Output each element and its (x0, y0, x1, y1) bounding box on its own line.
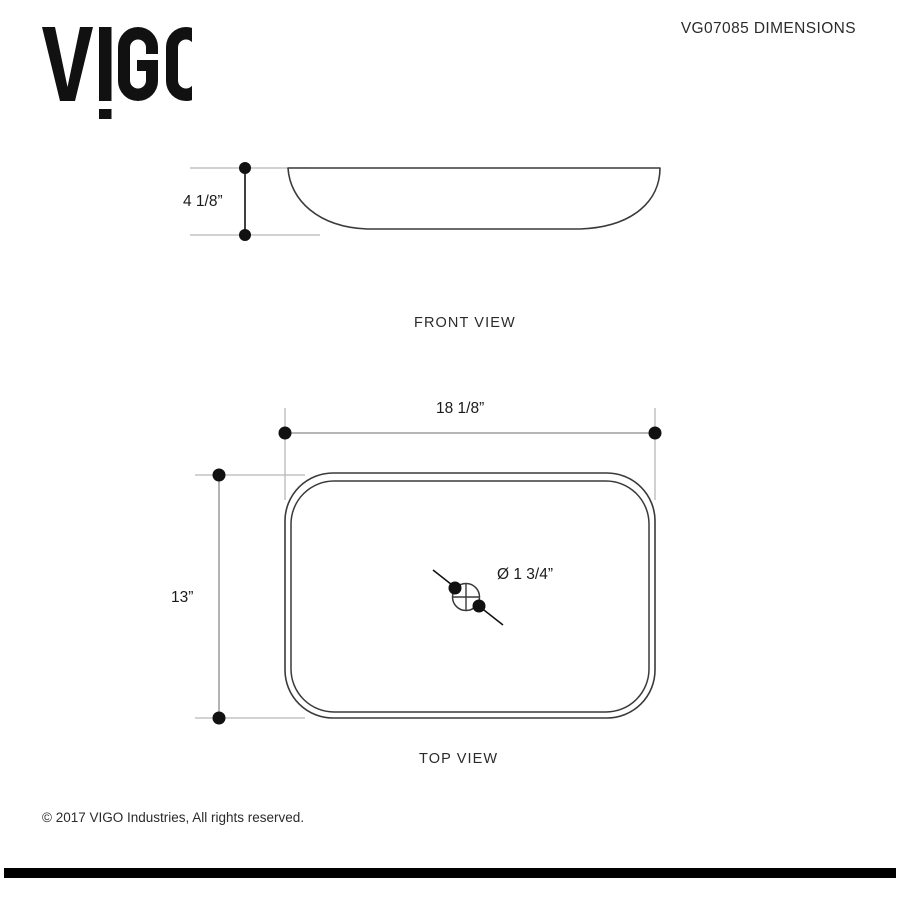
top-depth-dot-upper (212, 468, 226, 482)
drain-dim-dot-upper (448, 581, 462, 595)
top-view-caption: TOP VIEW (419, 751, 499, 767)
top-width-label: 18 1/8” (436, 400, 485, 417)
front-view-caption: FRONT VIEW (414, 315, 516, 331)
front-view-group (190, 162, 661, 241)
front-dim-dot-top (239, 162, 251, 174)
top-width-dot-left (278, 426, 292, 440)
top-depth-label: 13” (171, 589, 194, 606)
front-view-sink-profile (287, 167, 661, 230)
copyright-notice: © 2017 VIGO Industries, All rights reser… (42, 810, 305, 825)
front-height-label: 4 1/8” (183, 193, 223, 210)
top-width-dot-right (648, 426, 662, 440)
drawing-title: VG07085 DIMENSIONS (680, 20, 856, 37)
drain-diameter-label: Ø 1 3/4” (497, 566, 553, 583)
top-depth-dot-lower (212, 711, 226, 725)
drain-dim-dot-lower (472, 599, 486, 613)
top-view-group (195, 408, 662, 725)
front-dim-dot-bottom (239, 229, 251, 241)
bottom-rule-bar (4, 868, 896, 878)
